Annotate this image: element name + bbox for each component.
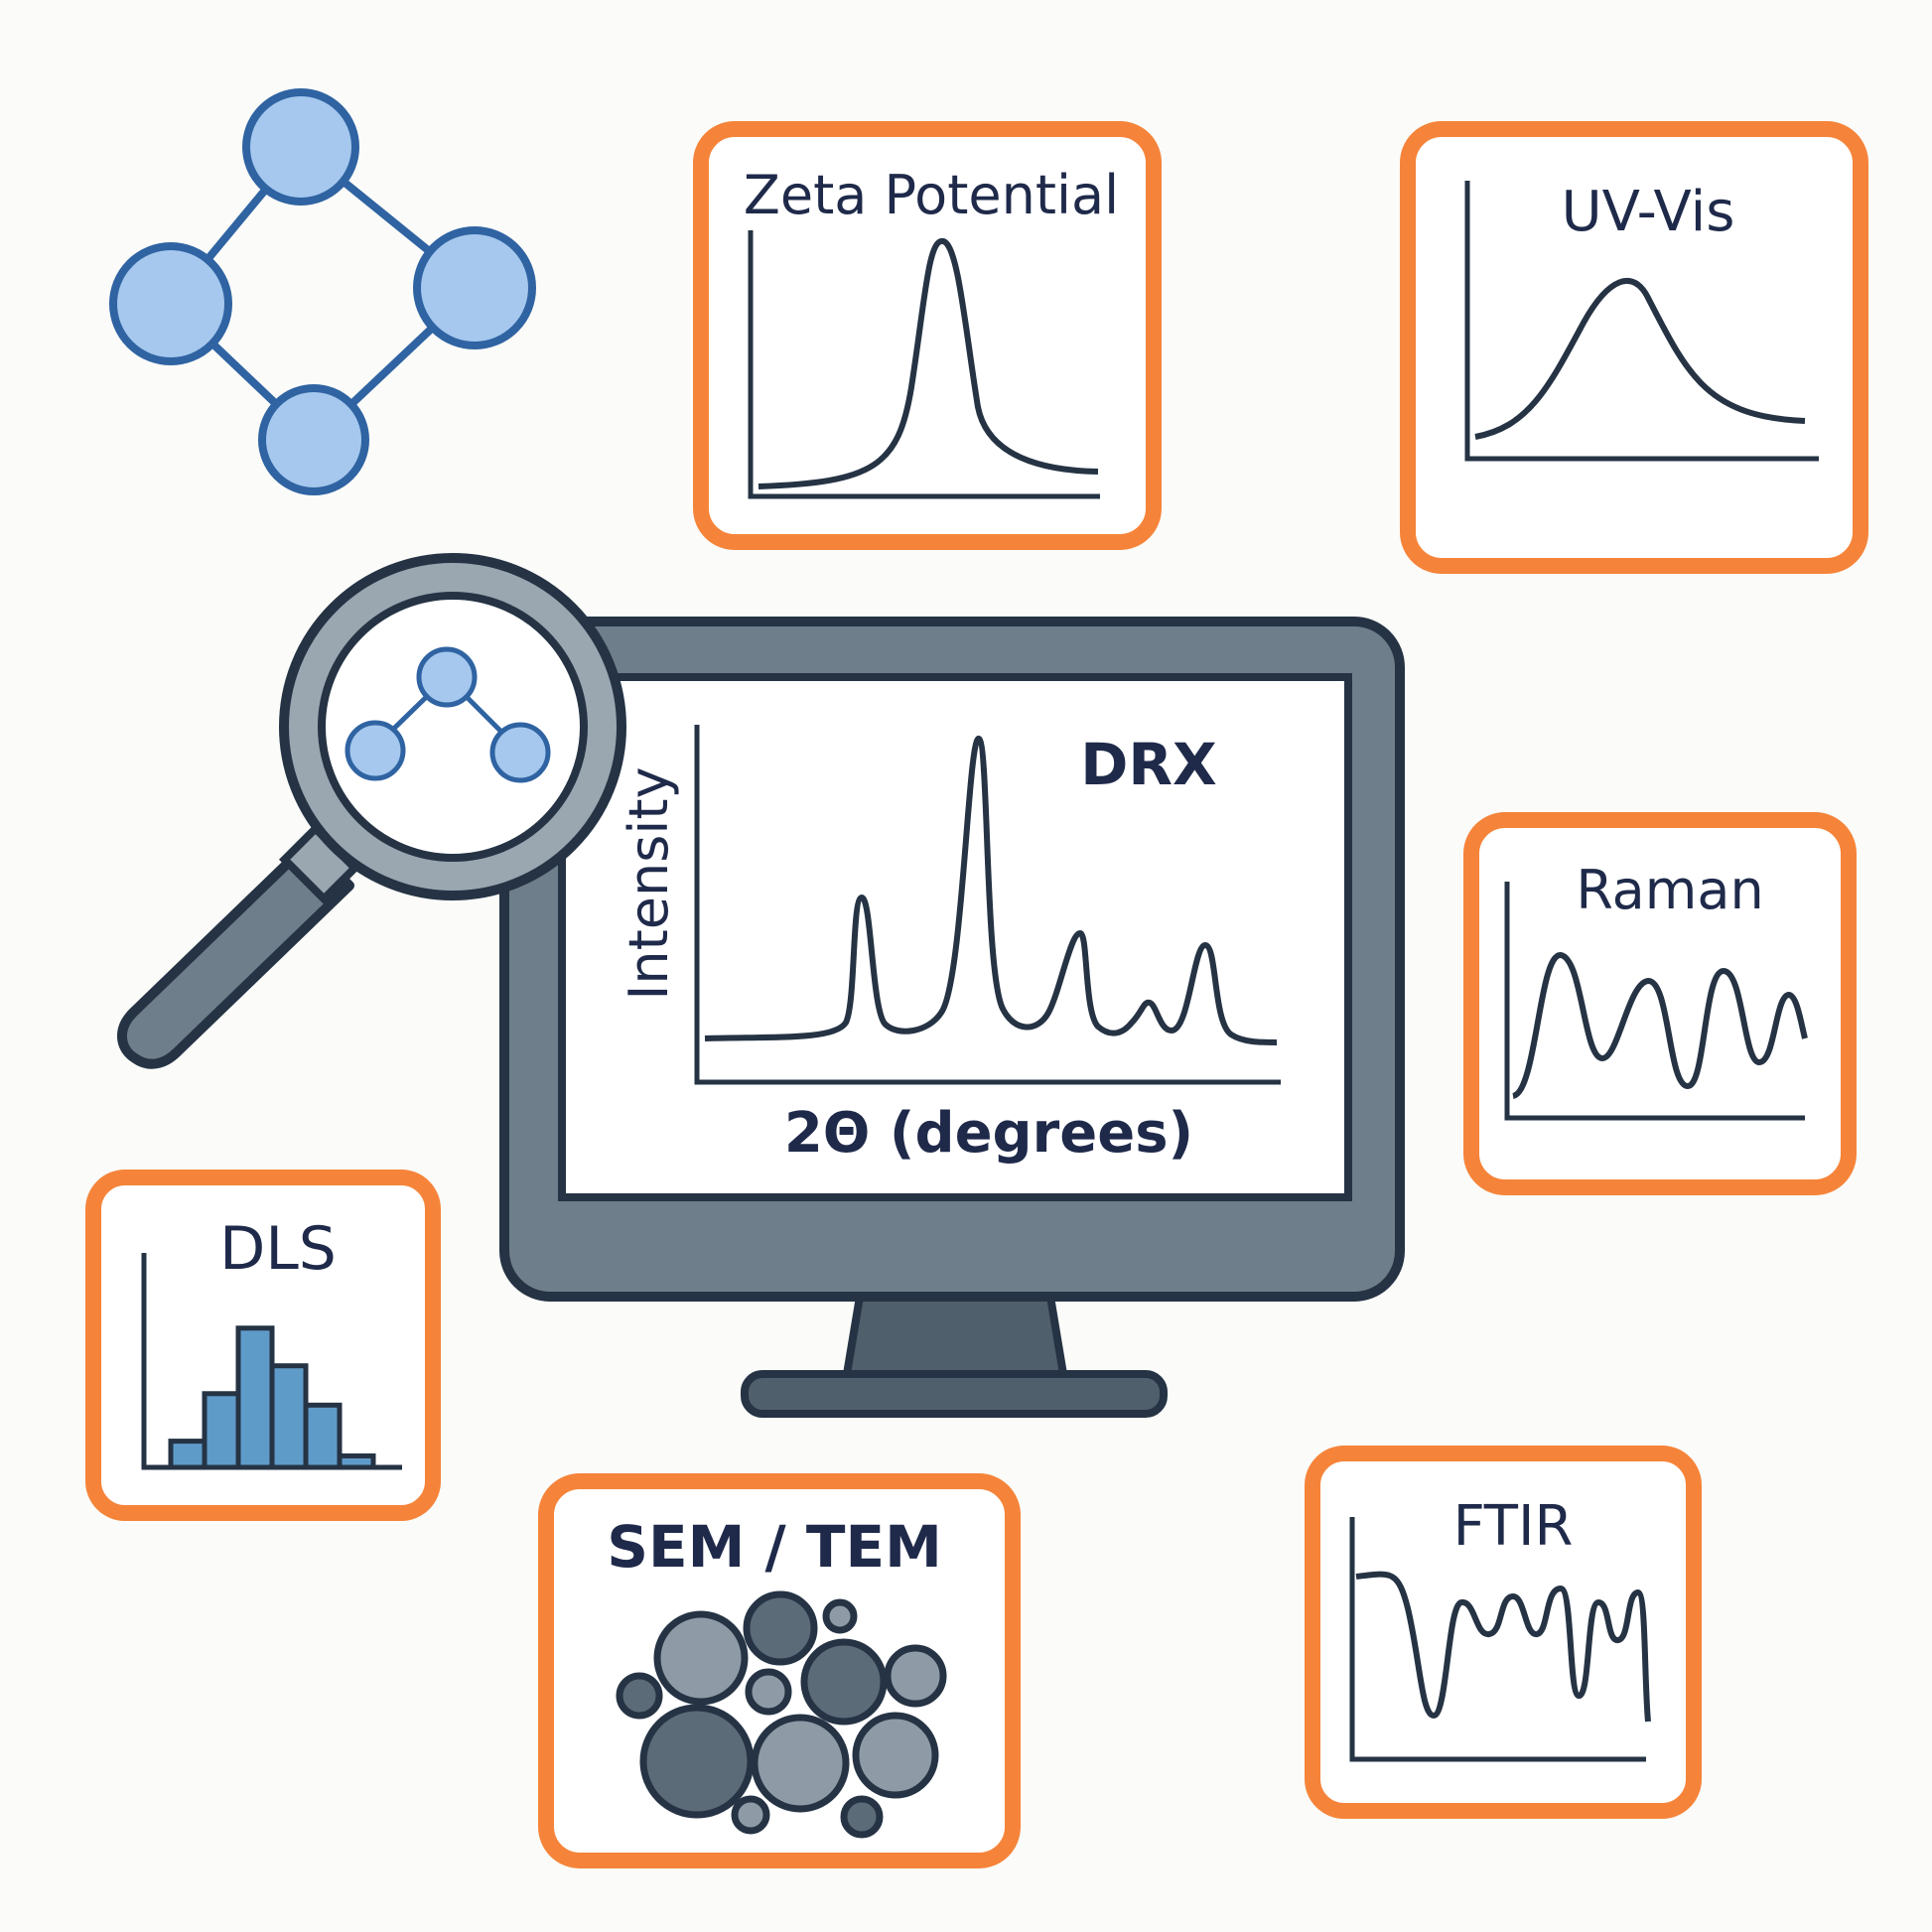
molecule-network-icon [109,88,536,495]
molecule-atom [109,242,232,365]
dls-bar [202,1391,241,1470]
plot-axes [141,1253,402,1470]
drx-chart-title: DRX [1080,731,1217,798]
particle [840,1795,884,1839]
uv-vis-curve [1474,277,1806,440]
particle [616,1672,663,1720]
particle-cluster [616,1590,947,1839]
molecule-atom [416,646,478,708]
particle [800,1638,888,1725]
ftir-curve [1355,1571,1651,1723]
particle [822,1598,858,1634]
panel-border [1305,1446,1702,1819]
panel-title: SEM / TEM [607,1513,942,1581]
dls-bar [168,1439,207,1470]
panel-title: Raman [1576,859,1763,921]
plot-axes [748,230,1100,499]
drx-plot-axes [694,725,1281,1085]
particle [884,1644,947,1708]
computer-monitor-icon: DRX Intensity 2Θ (degrees) [499,617,1405,1418]
raman-curve [1511,952,1808,1099]
monitor-neck [841,1293,1069,1384]
raman-panel: Raman [1463,812,1857,1195]
molecule-atom [345,720,406,781]
particle [639,1704,755,1819]
ftir-panel: FTIR [1305,1446,1702,1819]
drx-curve [704,735,1278,1045]
molecule-atom [413,226,536,349]
panel-title: FTIR [1453,1494,1574,1559]
drx-x-axis-label: 2Θ (degrees) [784,1101,1193,1166]
lens-molecule-icon [345,646,551,783]
magnifying-glass-icon [117,553,626,1069]
particle [852,1712,939,1799]
particle [731,1795,770,1835]
dls-bar [269,1363,309,1470]
dls-bar [303,1402,343,1470]
zeta-potential-panel: Zeta Potential [693,121,1162,550]
sem-tem-panel: SEM / TEM [538,1473,1021,1868]
plot-axes [1504,882,1805,1121]
magnifier-lens [318,592,588,862]
particle [743,1590,818,1666]
plot-axes [1349,1517,1646,1762]
dls-bar [235,1325,275,1470]
molecule-atom [258,384,369,495]
zeta-curve [758,238,1099,489]
molecule-atom [489,722,551,783]
drx-y-axis-label: Intensity [618,766,680,1000]
panel-title: UV-Vis [1562,180,1735,244]
dls-panel: DLS [85,1170,441,1521]
particle [653,1610,749,1706]
panel-title: Zeta Potential [744,164,1119,226]
particle [751,1714,850,1813]
magnifier-handle [117,839,354,1069]
particle [745,1668,792,1716]
panel-border [693,121,1162,550]
plot-axes [1464,181,1819,462]
monitor-base [741,1370,1168,1418]
uv-vis-panel: UV-Vis [1400,121,1868,574]
panel-title: DLS [219,1214,337,1284]
molecule-atom [242,88,359,206]
